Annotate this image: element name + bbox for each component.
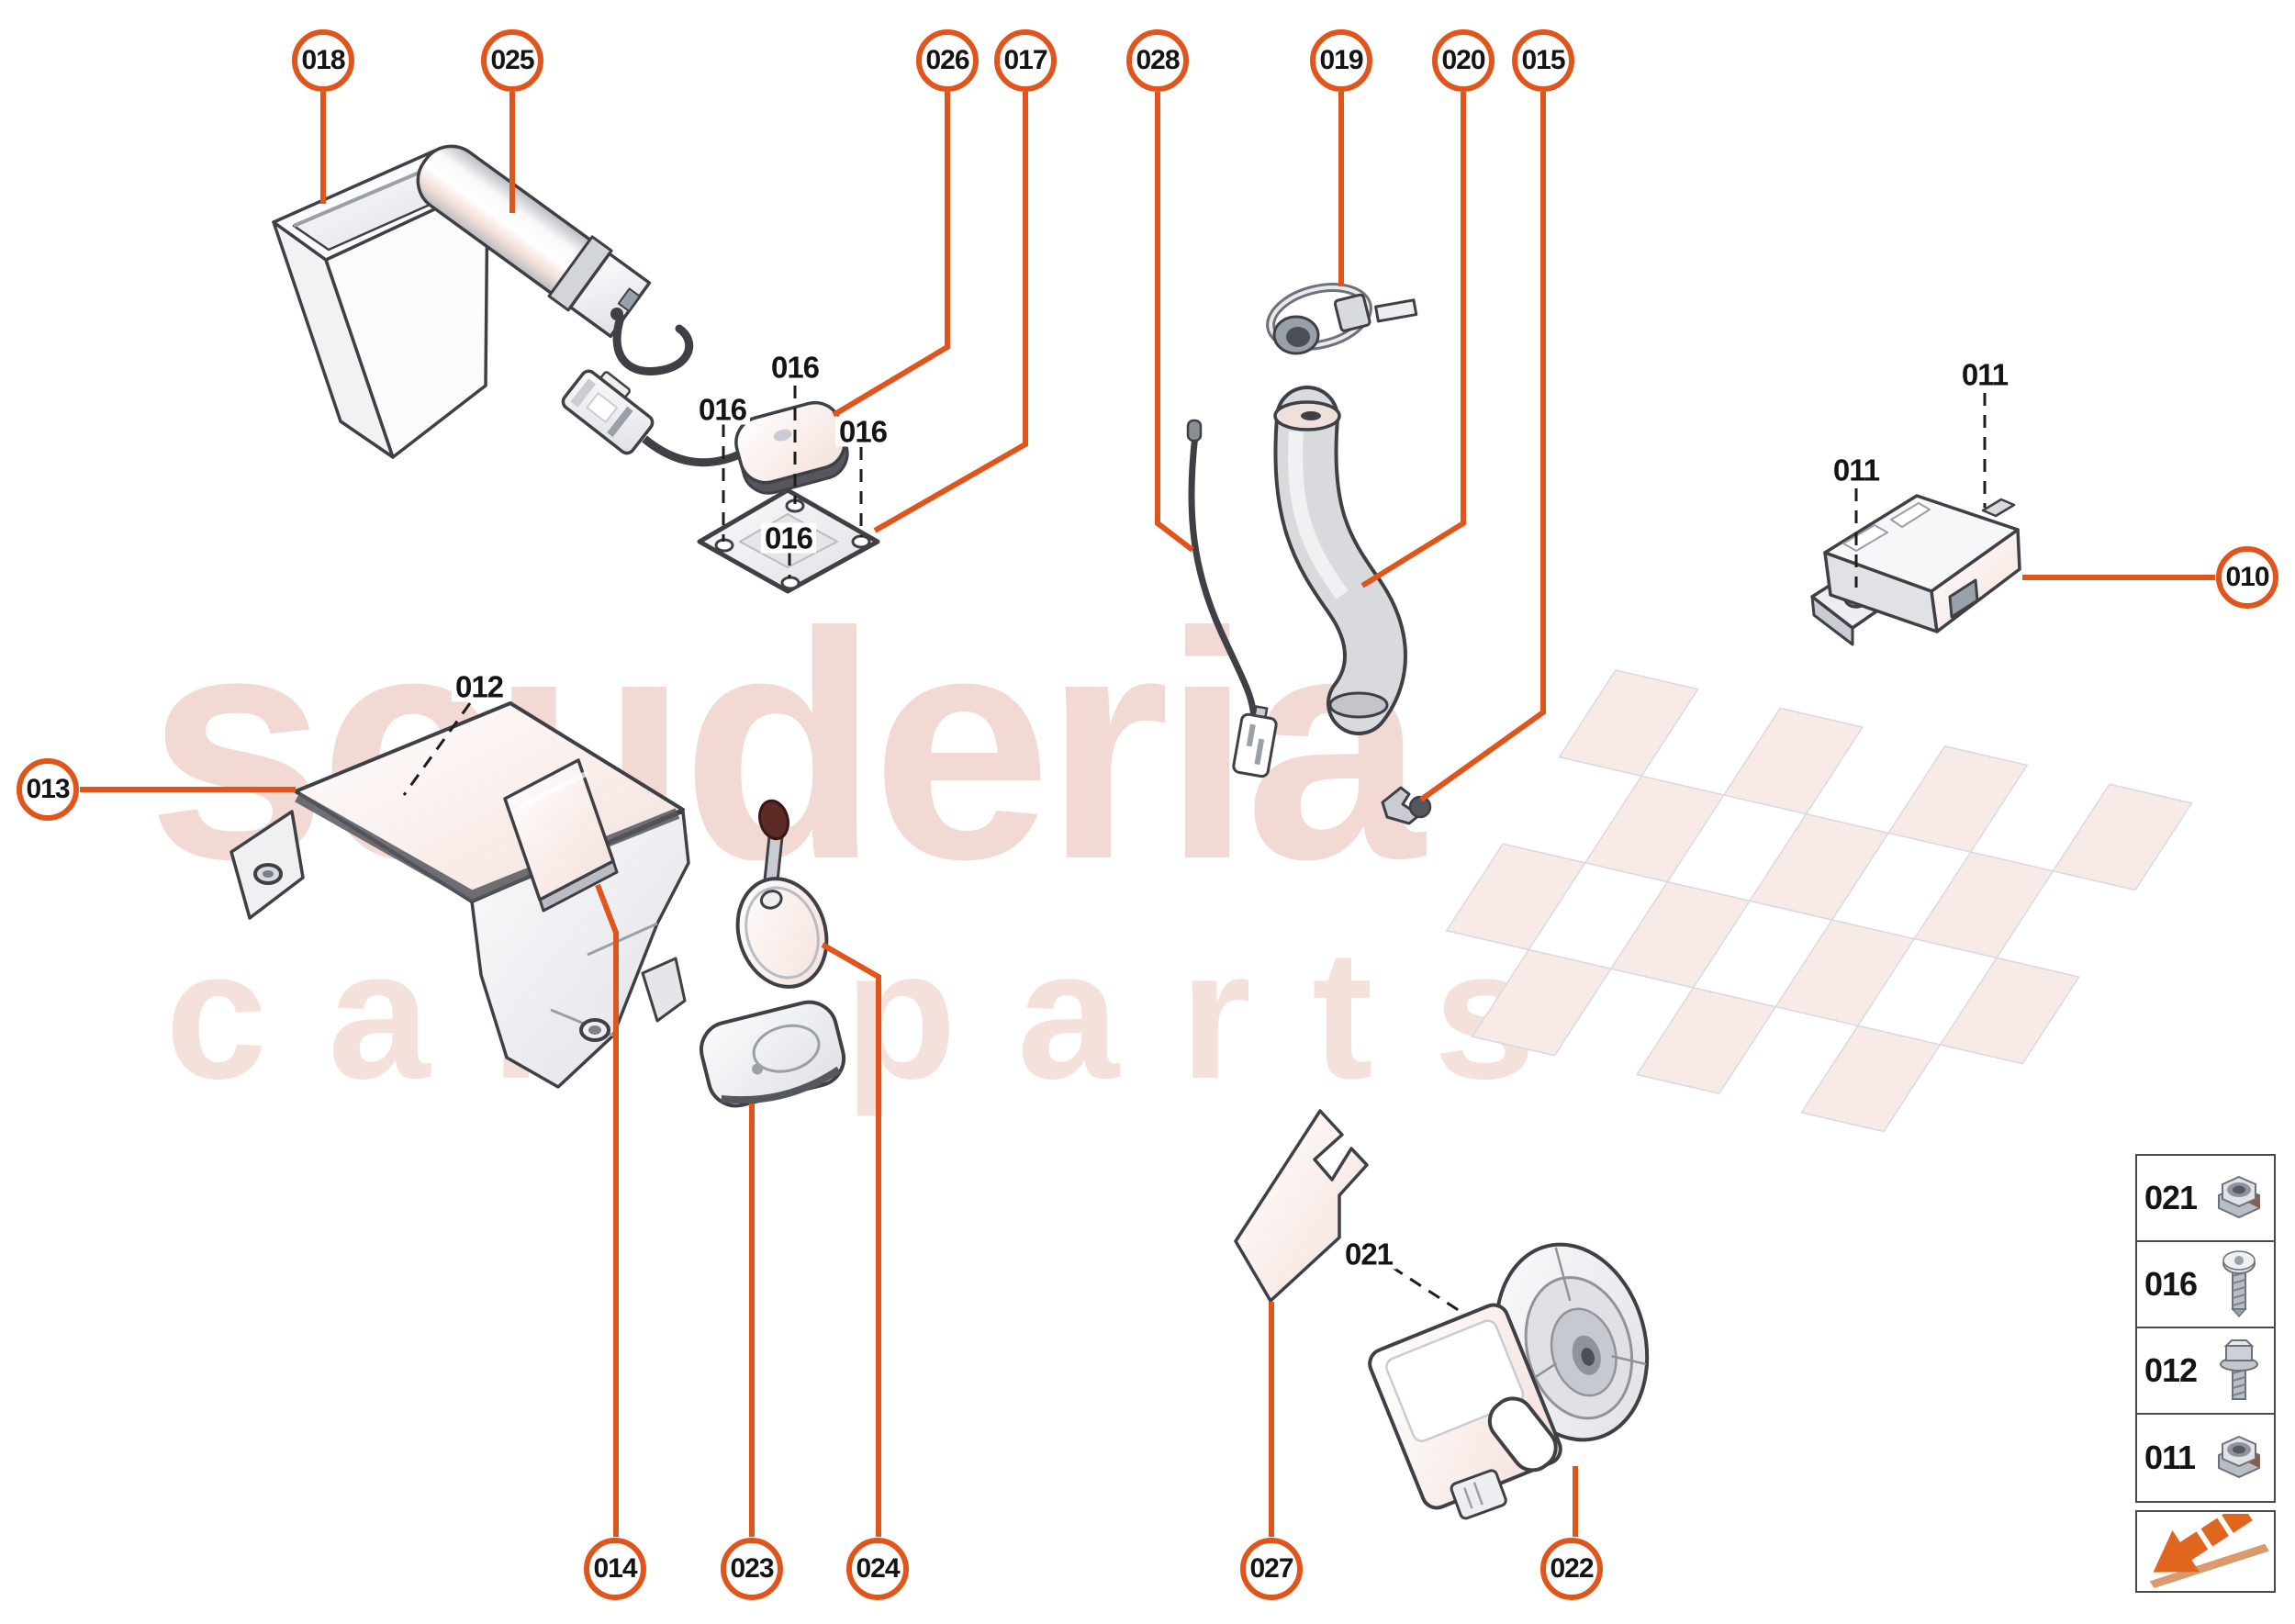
arrow-logo (2149, 1514, 2269, 1589)
part-label-016: 016 (694, 394, 751, 425)
part-label-011: 011 (1957, 359, 2012, 390)
callout-019: 019 (1310, 29, 1372, 92)
part-025-antenna-mast (416, 144, 694, 375)
flange-nut-icon (2218, 1435, 2260, 1479)
callout-013: 013 (17, 758, 79, 821)
part-010-control-module (1810, 494, 2021, 646)
callout-028: 028 (1126, 29, 1189, 92)
legend-row-012: 012 (2137, 1328, 2274, 1415)
checkered-flag-watermark (1445, 669, 2193, 1133)
legend-label: 021 (2144, 1179, 2198, 1216)
fastener-legend: 021 016 012 (2135, 1154, 2276, 1503)
callout-022: 022 (1540, 1538, 1603, 1600)
legend-row-016: 016 (2137, 1242, 2274, 1328)
callout-017: 017 (994, 29, 1057, 92)
legend-label: 012 (2144, 1351, 2198, 1389)
callout-023: 023 (721, 1538, 783, 1600)
part-020-bent-hose (1273, 386, 1407, 735)
legend-row-021: 021 (2137, 1156, 2274, 1242)
flange-nut-icon (2218, 1175, 2260, 1219)
part-024-emergency-key (735, 799, 829, 989)
callout-018: 018 (292, 29, 354, 92)
legend-label: 011 (2144, 1439, 2196, 1476)
flange-bolt-icon (2220, 1339, 2258, 1400)
part-label-021: 021 (1340, 1238, 1397, 1270)
part-label-011: 011 (1829, 454, 1884, 486)
legend-row-011: 011 (2137, 1415, 2274, 1501)
callout-020: 020 (1432, 29, 1495, 92)
part-028-whip-antenna (1186, 419, 1278, 778)
part-label-016: 016 (834, 416, 891, 447)
callout-024: 024 (846, 1538, 909, 1600)
torx-screw-icon (2222, 1250, 2256, 1318)
part-014-pad-plate (503, 758, 619, 913)
legend-label: 016 (2144, 1265, 2198, 1303)
callout-014: 014 (584, 1538, 646, 1600)
part-019-cable-clamp (1266, 283, 1418, 355)
part-label-012: 012 (451, 671, 508, 702)
part-026-gps-antenna (734, 400, 849, 495)
part-013-mounting-bracket (230, 701, 690, 1089)
part-label-016: 016 (767, 352, 823, 383)
part-label-016: 016 (760, 522, 817, 554)
brand-arrow-box (2135, 1510, 2276, 1593)
part-023-key-fob (699, 1000, 846, 1108)
watermark-subtext: car parts (165, 913, 1596, 1117)
label-dashed-lines (402, 386, 1987, 1313)
part-022-siren-horn (1368, 1242, 1650, 1520)
callout-026: 026 (916, 29, 979, 92)
part-015-retaining-clip (1381, 786, 1432, 825)
callout-010: 010 (2216, 546, 2278, 609)
callout-015: 015 (1512, 29, 1574, 92)
callout-027: 027 (1240, 1538, 1303, 1600)
callout-leader-lines (80, 92, 2215, 1537)
part-026-cable-connector (561, 369, 748, 467)
part-027-shim-bracket (1234, 1109, 1369, 1303)
callout-025: 025 (481, 29, 543, 92)
watermark-brand-text: scuderia (147, 565, 1425, 926)
